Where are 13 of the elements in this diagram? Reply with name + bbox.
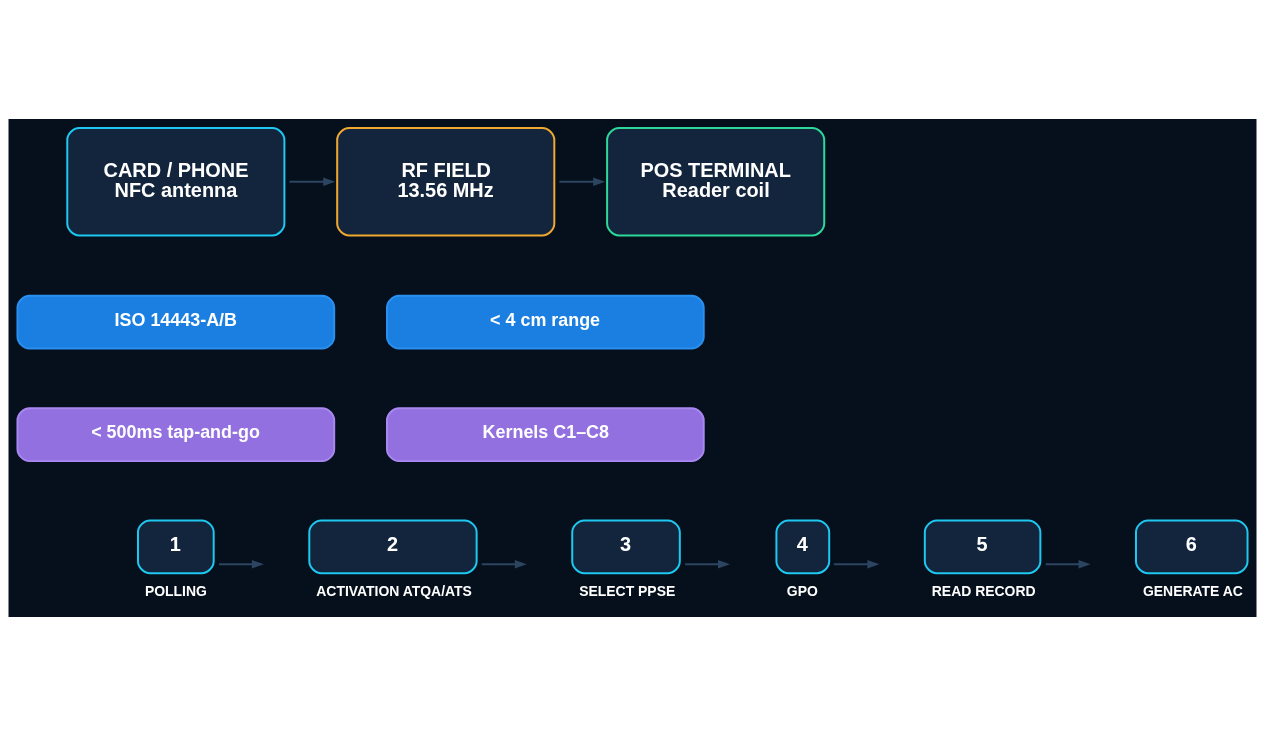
arrow — [480, 559, 527, 568]
node-label: ACTIVATION ATQA/ATS — [316, 582, 472, 599]
arrow — [832, 559, 880, 568]
node-label: GENERATE AC — [1142, 582, 1243, 599]
node-label: SELECT PPSE — [579, 582, 676, 599]
node-label: POLLING — [144, 582, 207, 599]
arrow — [288, 177, 336, 186]
arrow — [558, 177, 606, 186]
arrow — [684, 559, 730, 568]
node-label: GPO — [786, 582, 818, 599]
arrow — [1044, 559, 1091, 568]
node-label: READ RECORD — [931, 582, 1036, 599]
arrow — [218, 559, 264, 568]
